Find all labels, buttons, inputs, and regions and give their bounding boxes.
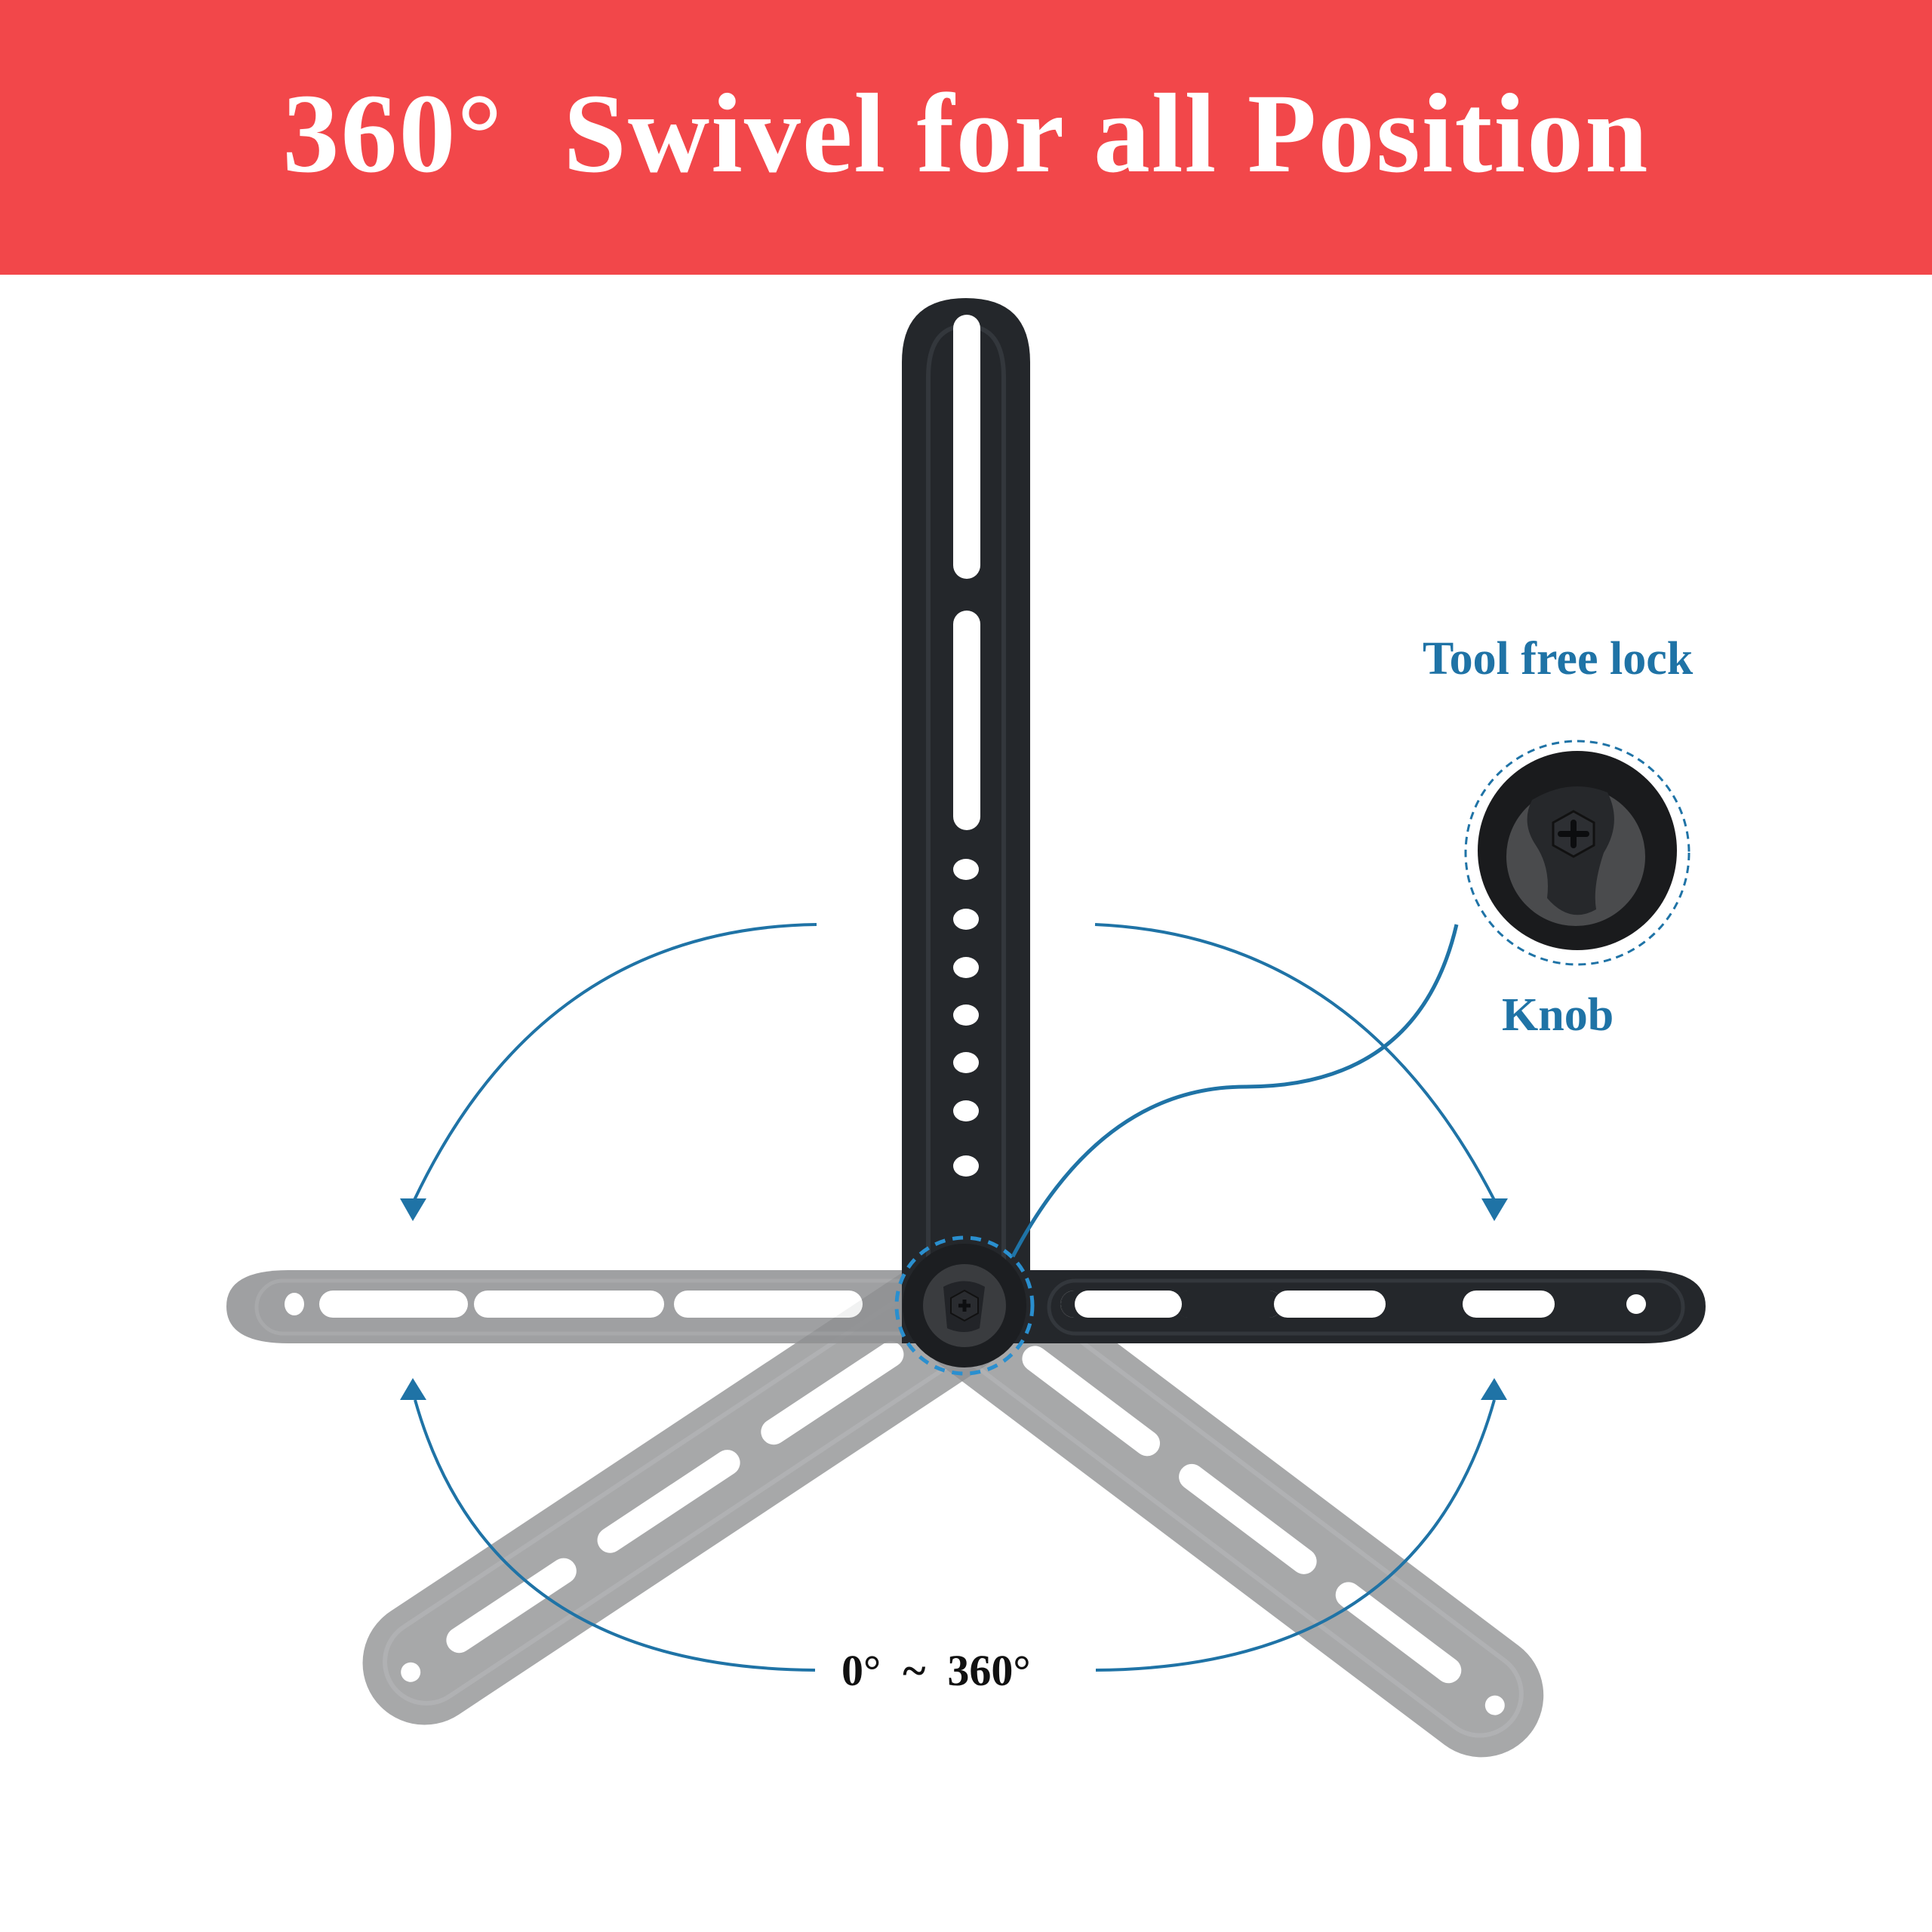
- upper-right-arrow: [1094, 923, 1508, 1221]
- knob-leader-line: [1011, 924, 1459, 1258]
- knob-label: Knob: [1502, 989, 1614, 1041]
- title-banner: 360° Swivel for all Position: [0, 0, 1932, 275]
- upper-left-arrow: [400, 923, 817, 1221]
- lower-left-diagonal-arm: [362, 1253, 1013, 1725]
- vertical-arm: [902, 298, 1030, 1343]
- knob-detail-icon: [1464, 740, 1690, 966]
- lower-left-arrow: [400, 1378, 816, 1672]
- left-horizontal-arm: [226, 1270, 981, 1343]
- rotation-range-label: 0° ~ 360°: [841, 1646, 1031, 1695]
- pivot-knob-icon: [894, 1235, 1035, 1376]
- tool-free-lock-label: Tool free lock: [1423, 633, 1694, 685]
- right-arm-slots-visible: [1075, 1291, 1646, 1318]
- lower-right-arrow: [1095, 1378, 1507, 1672]
- banner-title: 360° Swivel for all Position: [282, 71, 1650, 196]
